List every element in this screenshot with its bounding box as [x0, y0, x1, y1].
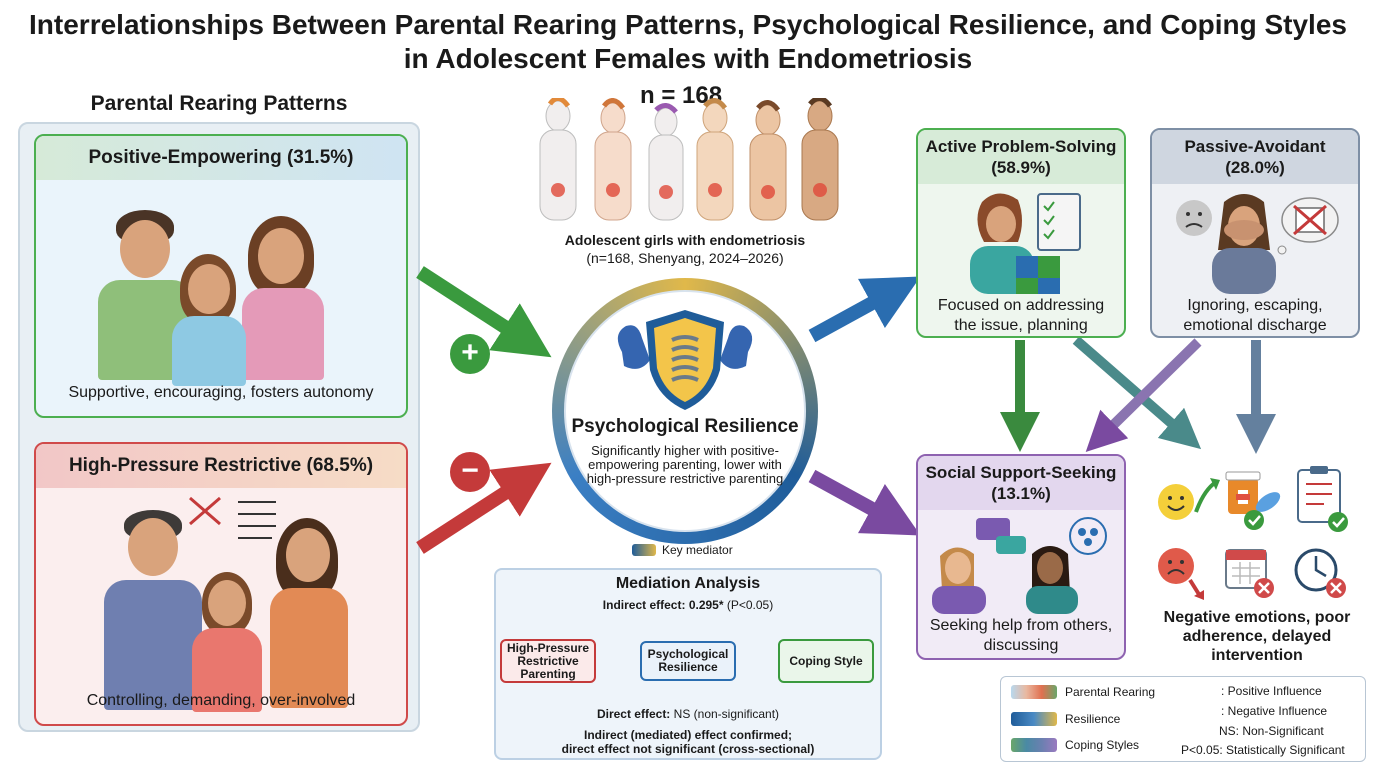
legend-parental-label: Parental Rearing [1065, 685, 1156, 699]
title-line-1: Interrelationships Between Parental Rear… [29, 9, 1347, 40]
sample-details: (n=168, Shenyang, 2024–2026) [586, 250, 784, 266]
positive-empowering-card: Positive-Empowering (31.5%) Supportive, … [34, 134, 408, 418]
resilience-swatch [1011, 712, 1057, 726]
social-support-seeking-desc-2: discussing [983, 637, 1059, 654]
medication-icon [1225, 471, 1281, 530]
outcomes-line-1: Negative emotions, poor [1163, 609, 1351, 626]
high-pressure-caption: Controlling, demanding, over-involved [86, 692, 356, 709]
indirect-effect-label: Indirect effect: [602, 598, 686, 612]
passive-avoidant-desc-1: Ignoring, escaping, [1187, 297, 1323, 314]
mediation-node-coping: Coping Style [778, 639, 874, 683]
missed-calendar-icon [1225, 549, 1274, 598]
legend: Parental Rearing Resilience Coping Style… [1000, 676, 1366, 762]
mediation-indirect-effect: Indirect effect: 0.295* (P<0.05) [494, 598, 882, 612]
legend-resilience-label: Resilience [1065, 712, 1121, 726]
mediator-swatch [632, 544, 656, 556]
mediation-direct-effect: Direct effect: NS (non-significant) [494, 707, 882, 721]
avoidance-icon [1176, 194, 1339, 294]
resilience-description: Significantly higher with positive-empow… [586, 443, 784, 486]
social-support-icon [932, 517, 1107, 614]
direct-effect-value: NS (non-significant) [673, 707, 780, 721]
positive-to-resilience-arrow [416, 266, 552, 358]
positive-empowering-caption: Supportive, encouraging, fosters autonom… [68, 384, 374, 401]
indirect-effect-p: (P<0.05) [726, 598, 774, 612]
outcomes-line-2: adherence, delayed [1182, 628, 1332, 645]
legend-positive-label: : Positive Influence [1221, 684, 1322, 698]
clipboard-check-icon [1297, 466, 1348, 532]
legend-sig: P<0.05: Statistically Significant [1181, 743, 1345, 757]
positive-empowering-title: Positive-Empowering (31.5%) [36, 136, 406, 180]
key-mediator-legend: Key mediator [632, 543, 733, 557]
active-problem-solving-title: Active Problem-Solving [925, 137, 1117, 156]
social-support-seeking-card: Social Support-Seeking (13.1%) Seeking h… [916, 454, 1126, 660]
social-support-seeking-title: Social Support-Seeking [925, 463, 1117, 482]
legend-resilience: Resilience [1011, 712, 1120, 726]
coping-swatch [1011, 738, 1057, 752]
passive-avoidant-desc-2: emotional discharge [1183, 317, 1327, 334]
legend-negative-label: : Negative Influence [1221, 704, 1328, 718]
active-problem-solving-desc-1: Focused on addressing [937, 297, 1105, 314]
problem-solving-icon [970, 193, 1081, 294]
outcomes-icons [1158, 466, 1348, 600]
legend-parental: Parental Rearing [1011, 685, 1155, 699]
resilience-title: Psychological Resilience [571, 416, 799, 437]
positive-influence-icon: + [450, 334, 490, 374]
legend-sig-label: P<0.05: Statistically Significant [1181, 743, 1345, 757]
active-problem-solving-desc-2: the issue, planning [954, 317, 1088, 334]
high-pressure-card: High-Pressure Restrictive (68.5%) [34, 442, 408, 726]
resilience-to-active-arrow [808, 276, 921, 343]
passive-avoidant-title: Passive-Avoidant [1184, 137, 1326, 156]
legend-negative: : Negative Influence [1221, 704, 1327, 718]
high-pressure-title: High-Pressure Restrictive (68.5%) [36, 444, 406, 488]
negative-influence-icon: − [450, 452, 490, 492]
positive-family-illustration: Supportive, encouraging, fosters autonom… [36, 180, 406, 416]
key-mediator-label: Key mediator [662, 543, 733, 557]
delay-clock-icon [1294, 548, 1346, 598]
outcomes-line-3: intervention [1211, 647, 1303, 664]
parental-heading: Parental Rearing Patterns [90, 92, 348, 115]
social-support-seeking-pct: (13.1%) [991, 484, 1051, 503]
happy-face-icon [1158, 478, 1220, 520]
passive-to-social-arrow [1085, 338, 1202, 452]
negative-to-resilience-arrow [416, 462, 552, 554]
direct-effect-label: Direct effect: [596, 707, 671, 721]
title-line-2: in Adolescent Females with Endometriosis [403, 43, 973, 74]
legend-coping-label: Coping Styles [1065, 738, 1140, 752]
sad-face-icon [1158, 548, 1204, 600]
mediation-conclusion-line-2: direct effect not significant (cross-sec… [561, 742, 815, 756]
passive-avoidant-card: Passive-Avoidant (28.0%) Ignoring, escap… [1150, 128, 1360, 338]
mediation-conclusion: Indirect (mediated) effect confirmed; di… [494, 728, 882, 756]
mediation-conclusion-line-1: Indirect (mediated) effect confirmed; [583, 728, 793, 742]
active-problem-solving-pct: (58.9%) [991, 158, 1051, 177]
active-to-outcomes-arrow [1072, 336, 1202, 450]
indirect-effect-value: 0.295* [688, 598, 724, 612]
mediation-title: Mediation Analysis [615, 575, 761, 592]
mediation-node-resilience: Psychological Resilience [640, 641, 736, 681]
parental-panel: Positive-Empowering (31.5%) Supportive, … [18, 122, 420, 732]
resilience-to-social-arrow [808, 469, 921, 536]
legend-ns: NS: Non-Significant [1219, 724, 1324, 738]
active-problem-solving-card: Active Problem-Solving (58.9%) Focused o… [916, 128, 1126, 338]
resilience-shield-icon [617, 310, 753, 410]
social-support-seeking-desc-1: Seeking help from others, [929, 617, 1113, 634]
outcomes-text: Negative emotions, poor adherence, delay… [1150, 608, 1364, 665]
legend-coping: Coping Styles [1011, 738, 1139, 752]
restrictive-family-illustration: Controlling, demanding, over-involved [36, 488, 406, 724]
sample-description: Adolescent girls with endometriosis [564, 232, 806, 248]
legend-ns-label: NS: Non-Significant [1219, 724, 1324, 738]
parental-swatch [1011, 685, 1057, 699]
adolescent-girls-illustration [539, 98, 839, 221]
passive-avoidant-pct: (28.0%) [1225, 158, 1285, 177]
legend-positive: : Positive Influence [1221, 684, 1322, 698]
pressure-checklist-icon [189, 496, 276, 539]
mediation-node-parenting: High-Pressure Restrictive Parenting [500, 639, 596, 683]
